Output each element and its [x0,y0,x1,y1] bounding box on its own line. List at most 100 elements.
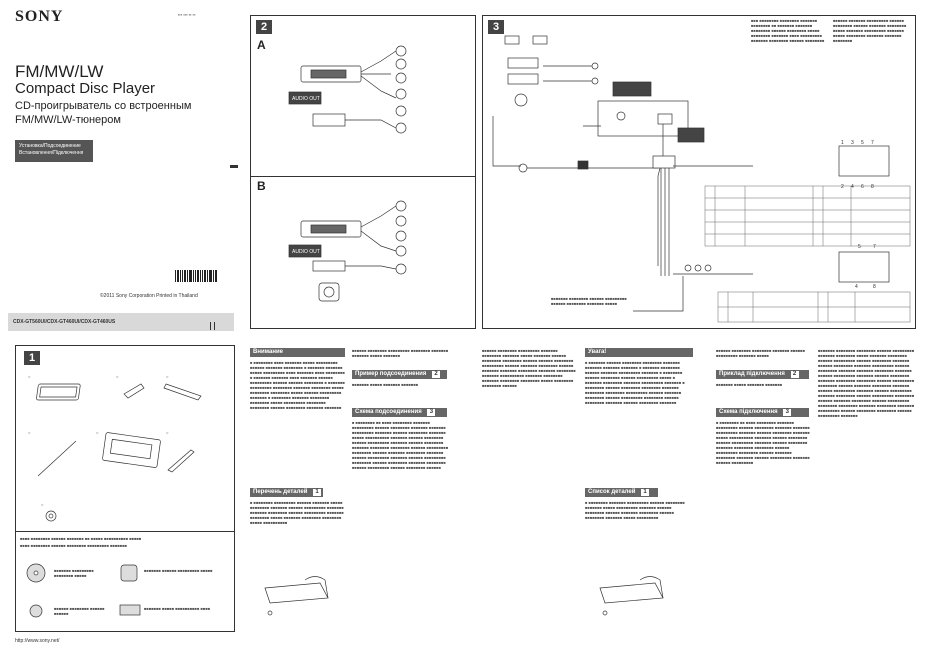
wire-a-1 [360,50,397,73]
part-cap-inner-icon [48,513,54,519]
part-label-d: ○ [28,430,31,435]
example-a-label: A [257,38,266,52]
antenna-jack-icon [616,111,626,121]
panel-2-examples: 2 A B AUDIO OUT [250,15,476,329]
ua-hand-icon [639,576,664,599]
ua-faceplate-icon [599,582,664,604]
pin-8: 8 [871,184,874,190]
speaker-a-1-icon [395,45,407,57]
speaker-b-4-icon [395,245,407,257]
unit-chassis-icon [597,100,689,137]
audio-out-b-tag [288,244,322,258]
ua-final-body: ■■■■■■■ ■■■■■■■■ ■■■■■■■■ ■■■■■■ ■■■■■■■… [818,348,915,418]
left-feed-wire [492,116,521,167]
speaker-a-2-icon [395,58,407,70]
ua-notes-body: ■■■■■■ ■■■■■■■■ ■■■■■■■■■ ■■■■■■■ ■■■■■■… [482,348,576,388]
tick-marks [210,322,211,330]
pin-b-7: 7 [873,244,876,250]
panel-2-number: 2 [256,20,272,34]
connector-top-left-2-icon [532,35,548,45]
fuse-icon [684,264,692,272]
pinout-bottom-right-icon [838,251,890,283]
ru-parts-num: 1 [313,489,322,496]
ru-warning-body: ■ ■■■■■■■■ ■■■■ ■■■■■■■ ■■■■■ ■■■■■■■■■ … [250,360,345,410]
pin-6: 6 [861,184,864,190]
ru-column-2: ■■■■■■ ■■■■■■■■ ■■■■■■■■■ ■■■■■■■■ ■■■■■… [352,348,450,618]
ua-column-4: ■■■■■■■ ■■■■■■■■ ■■■■■■■■ ■■■■■■ ■■■■■■■… [818,348,918,618]
speaker-b-1-icon [395,200,407,212]
pin-2: 2 [841,184,844,190]
ru-connect-title: Схема подсоединения [355,409,422,415]
part-rod-icon [37,440,77,477]
model-bar: CDX-GT560UI/CDX-GT460UI/CDX-GT460US [8,313,234,331]
ua-warning-heading: Увага! [585,348,693,357]
ua-warning-title: Увага! [588,349,607,355]
accessory-text-2: ■■■■■■■ ■■■■■■ ■■■■■■■■■ ■■■■■ [144,568,213,573]
sony-url[interactable]: http://www.sony.net/ [15,638,60,644]
part-label-g: ○ [41,502,44,507]
wire-a-4 [345,119,397,129]
ru-intro-body: ■■■■■■ ■■■■■■■■ ■■■■■■■■■ ■■■■■■■■ ■■■■■… [352,348,449,358]
part-label-f: ○ [166,430,169,435]
speaker-a-4-icon [395,88,407,100]
ru-warning-heading: Внимание [250,348,345,357]
rca-plug-1-icon [591,62,599,70]
cassette-icon [119,604,141,616]
sony-logo: SONY [15,8,64,25]
ua-install-num: 2 [790,371,799,378]
part-bracket-icon [163,383,202,401]
product-subtitle-ru: FM/MW/LW-тюнером [15,114,121,126]
panel-1-number: 1 [24,351,40,365]
cleaning-kit-icon [120,564,138,582]
pin-b-8: 8 [873,284,876,290]
model-list: CDX-GT560UI/CDX-GT460UI/CDX-GT460US [13,319,116,325]
accessory-icons [26,563,141,618]
parts-divider [16,531,234,532]
amp-left-2-icon [507,73,539,85]
panel-3-wiring: 3 [482,15,916,329]
part-label-c: ○ [166,374,169,379]
parts-note-2: ■■■■ ■■■■■■■■ ■■■■■■ ■■■■■■■■ ■■■■■■■■■ … [20,543,128,548]
part-label-a: ○ [28,374,31,379]
harness-connector-icon [652,155,676,169]
ua-parts-body: ■ ■■■■■■■■ ■■■■■■■ ■■■■■■■■■ ■■■■■■ ■■■■… [585,500,685,520]
wiring-note-bottom: ■■■■■■■ ■■■■■■■■ ■■■■■■ ■■■■■■■■■ ■■■■■■… [551,296,627,306]
install-badge-line2: Встановлення/Підключення [19,150,84,156]
ua-intro-body: ■■■■■■ ■■■■■■■■ ■■■■■■■■ ■■■■■■■ ■■■■■■ … [716,348,806,358]
head-unit-a-display-icon [310,69,347,79]
ua-install-title: Приклад підключення [719,371,785,377]
pin-5: 5 [861,140,864,146]
speaker-a-3-icon [395,72,407,84]
part-number-icon: ▪▪▪ ▪▪▪ ▪▪ ▪▪ [178,12,196,17]
edge-marker [230,165,238,168]
tick-marks-2 [214,322,215,330]
rear-panel-label [612,81,652,97]
ru-hand-icon [304,576,329,599]
ru-release-icon [267,610,273,616]
ua-parts-title: Список деталей [588,489,636,495]
round-button-icon [29,604,43,618]
example-b-label: B [257,179,266,193]
head-unit-b-display-icon [310,224,347,234]
rca-cables-icon [543,65,593,82]
pin-7: 7 [871,140,874,146]
ru-connect-heading: Схема подсоединения 3 [352,408,447,417]
tiny-dark-tag [577,160,589,170]
ua-column-3: ■■■■■■ ■■■■■■■■ ■■■■■■■■ ■■■■■■■ ■■■■■■ … [716,348,811,618]
fuse-2-icon [694,264,702,272]
part-frame-inner-icon [39,386,78,398]
pin-3: 3 [851,140,854,146]
pin-4: 4 [851,184,854,190]
audio-out-a-text: AUDIO OUT [292,96,320,102]
speaker-b-2-icon [395,215,407,227]
ru-install-body: ■■■■■■■ ■■■■■ ■■■■■■■ ■■■■■■■ [352,382,419,387]
ru-parts-title: Перечень деталей [253,489,308,495]
wire-b-1 [360,205,397,228]
ua-column-1: ■■■■■■ ■■■■■■■■ ■■■■■■■■■ ■■■■■■■ ■■■■■■… [482,348,577,618]
wiring-note-col-1: ■■■ ■■■■■■■■ ■■■■■■■■ ■■■■■■■ ■■■■■■■■ ■… [751,18,825,43]
accessory-text-3: ■■■■■■ ■■■■■■■■ ■■■■■■ ■■■■■■ [54,606,105,616]
pin-b-4: 4 [855,284,858,290]
speaker-a-6-icon [395,122,407,134]
product-subtitle-en: Compact Disc Player [15,80,156,97]
ua-parts-heading: Список деталей 1 [585,488,658,497]
